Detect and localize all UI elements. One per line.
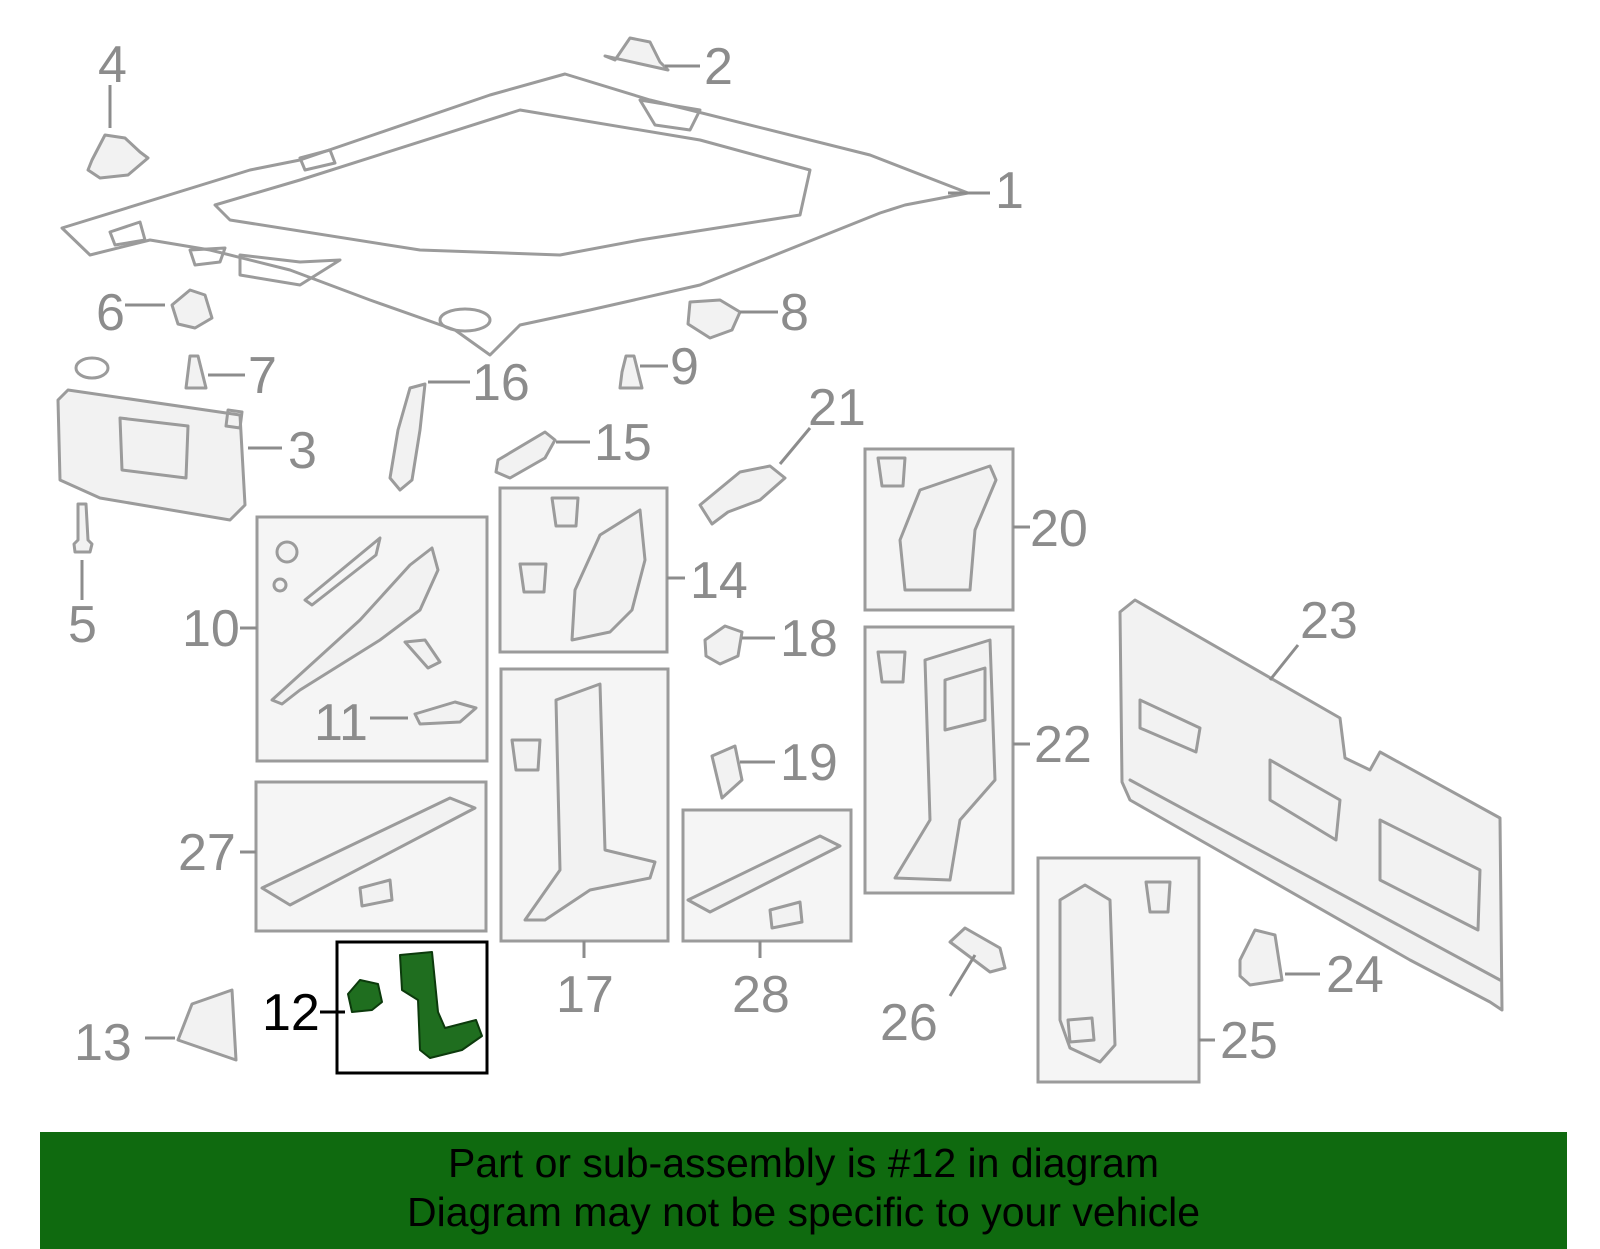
callout-19: 19 bbox=[780, 734, 838, 792]
info-banner: Part or sub-assembly is #12 in diagram D… bbox=[40, 1132, 1567, 1249]
part-20-trim bbox=[876, 456, 998, 592]
callout-8: 8 bbox=[780, 284, 809, 342]
callout-5: 5 bbox=[68, 596, 97, 654]
part-26-trim bbox=[948, 926, 1007, 974]
headliner-part bbox=[60, 72, 970, 357]
part-2-clip bbox=[603, 36, 670, 72]
callout-18: 18 bbox=[780, 610, 838, 668]
callout-22: 22 bbox=[1034, 716, 1092, 774]
part-14-trim bbox=[518, 496, 647, 642]
callout-7: 7 bbox=[248, 347, 277, 405]
part-28-sill bbox=[686, 834, 842, 930]
part-19-clip bbox=[710, 744, 744, 800]
callout-13: 13 bbox=[74, 1014, 132, 1072]
callout-21: 21 bbox=[808, 379, 866, 437]
callout-3: 3 bbox=[288, 422, 317, 480]
part-23-back-panel bbox=[1118, 598, 1504, 1012]
part-27-sill bbox=[260, 796, 477, 908]
callout-6: 6 bbox=[96, 284, 125, 342]
part-12-highlighted-part bbox=[347, 951, 483, 1059]
part-22-trim bbox=[876, 638, 997, 882]
part-4-clip bbox=[86, 133, 150, 180]
callout-16: 16 bbox=[472, 354, 530, 412]
callout-labels: 1 2 3 4 5 6 7 8 9 10 11 12 13 14 15 16 1… bbox=[68, 36, 1384, 1072]
callout-23: 23 bbox=[1300, 592, 1358, 650]
part-10-pillar bbox=[270, 536, 478, 726]
callout-24: 24 bbox=[1326, 946, 1384, 1004]
leader-lines bbox=[80, 64, 1320, 1042]
part-9-pin bbox=[618, 354, 644, 390]
callout-27: 27 bbox=[178, 824, 236, 882]
callout-10: 10 bbox=[182, 600, 240, 658]
part-7-pin bbox=[184, 354, 208, 390]
callout-17: 17 bbox=[556, 966, 614, 1024]
part-8-handle bbox=[686, 298, 742, 340]
banner-line-disclaimer: Diagram may not be specific to your vehi… bbox=[406, 1189, 1200, 1235]
part-15-grab bbox=[494, 430, 557, 480]
callout-11: 11 bbox=[314, 694, 368, 752]
part-21-bracket bbox=[698, 464, 787, 526]
callout-20: 20 bbox=[1030, 500, 1088, 558]
callout-2: 2 bbox=[704, 38, 733, 96]
part-13-panel bbox=[176, 988, 238, 1062]
callout-25: 25 bbox=[1220, 1012, 1278, 1070]
callout-14: 14 bbox=[690, 552, 748, 610]
part-25-trim bbox=[1058, 880, 1172, 1064]
callout-28: 28 bbox=[732, 966, 790, 1024]
part-24-cap bbox=[1238, 928, 1284, 987]
callout-4: 4 bbox=[98, 36, 127, 94]
callout-26: 26 bbox=[880, 994, 938, 1052]
part-6-cap bbox=[170, 288, 214, 330]
part-16-bracket bbox=[388, 382, 427, 492]
part-18-cap bbox=[703, 624, 744, 666]
callout-9: 9 bbox=[670, 338, 699, 396]
part-17-pillar bbox=[510, 682, 657, 922]
banner-line-part: Part or sub-assembly is #12 in diagram bbox=[448, 1140, 1159, 1186]
callout-1: 1 bbox=[995, 162, 1024, 220]
part-5-screw bbox=[72, 502, 94, 554]
callout-15: 15 bbox=[594, 414, 652, 472]
callout-12: 12 bbox=[262, 984, 320, 1042]
sun-visor-part bbox=[56, 356, 247, 522]
